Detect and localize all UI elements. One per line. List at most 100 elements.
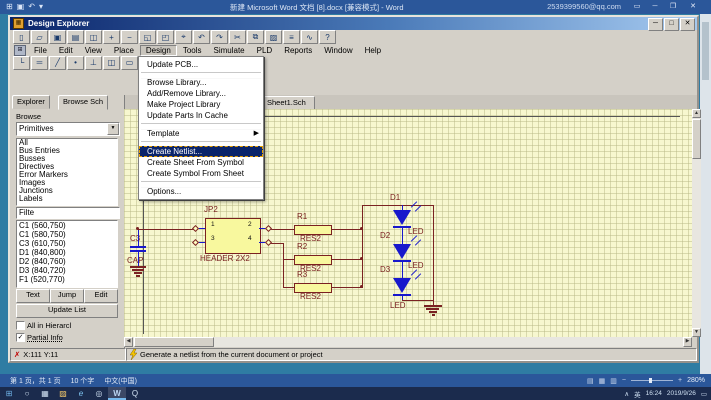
menu-item-create-netlist[interactable]: Create Netlist... <box>139 146 263 157</box>
zoom-slider[interactable] <box>631 380 673 381</box>
menu-help[interactable]: Help <box>359 45 387 56</box>
menu-item-browse-library[interactable]: Browse Library... <box>139 77 263 88</box>
tray-chevron-icon[interactable]: ∧ <box>624 390 629 398</box>
tab-browse-sch[interactable]: Browse Sch <box>58 95 108 110</box>
scrollbar-thumb[interactable] <box>134 337 214 347</box>
primitive-type-list[interactable]: AllBus EntriesBussesDirectivesError Mark… <box>16 138 118 206</box>
customize-toolbar-icon[interactable]: ▾ <box>39 2 43 12</box>
list-item[interactable]: C1 (580,750) <box>17 230 117 239</box>
menu-item-template[interactable]: Template▶ <box>139 128 263 139</box>
cut-icon[interactable]: ✂ <box>229 30 246 44</box>
browse-library-icon[interactable]: ≡ <box>283 30 300 44</box>
menu-place[interactable]: Place <box>108 45 140 56</box>
open-folder-icon[interactable]: ▱ <box>31 30 48 44</box>
scrollbar-thumb[interactable] <box>692 119 701 159</box>
run-simulation-icon[interactable]: ∿ <box>301 30 318 44</box>
restore-button[interactable]: ❐ <box>665 1 681 13</box>
tray-clock-date[interactable]: 2019/9/26 <box>667 390 696 397</box>
word-vertical-scrollbar[interactable] <box>700 14 711 374</box>
search-icon[interactable]: ○ <box>18 387 36 400</box>
web-layout-icon[interactable]: ▥ <box>610 377 617 385</box>
scrollbar-thumb[interactable] <box>702 22 709 80</box>
menu-edit[interactable]: Edit <box>53 45 79 56</box>
print-layout-icon[interactable]: ▦ <box>599 377 606 385</box>
zoom-slider-knob[interactable] <box>649 378 652 383</box>
new-document-icon[interactable]: ▯ <box>13 30 30 44</box>
redo-icon[interactable]: ↷ <box>211 30 228 44</box>
zoom-window-icon[interactable]: ◱ <box>139 30 156 44</box>
filter-input[interactable]: Filte <box>16 207 120 219</box>
scroll-right-icon[interactable]: ▶ <box>683 337 692 347</box>
list-item[interactable]: Labels <box>17 195 117 203</box>
menu-item-create-sheet-from-symbol[interactable]: Create Sheet From Symbol <box>139 157 263 168</box>
edit-button[interactable]: Edit <box>84 289 118 303</box>
print-preview-icon[interactable]: ◫ <box>85 30 102 44</box>
menu-item-add-remove-library[interactable]: Add/Remove Library... <box>139 88 263 99</box>
start-button[interactable]: ⊞ <box>0 387 18 400</box>
list-item[interactable]: C3 (610,750) <box>17 239 117 248</box>
notification-center-icon[interactable]: ▭ <box>701 390 707 398</box>
menu-window[interactable]: Window <box>318 45 358 56</box>
browse-mode-select[interactable]: Primitives ▼ <box>16 122 120 136</box>
copy-icon[interactable]: ⧉ <box>247 30 264 44</box>
update-list-button[interactable]: Update List <box>16 304 118 318</box>
all-in-hierarchy-checkbox[interactable] <box>16 321 25 330</box>
menu-item-update-parts-in-cache[interactable]: Update Parts In Cache <box>139 110 263 121</box>
edge-icon[interactable]: e <box>72 387 90 400</box>
horizontal-scrollbar[interactable]: ◀ ▶ <box>124 337 692 347</box>
close-button[interactable]: ✕ <box>685 1 701 13</box>
scroll-down-icon[interactable]: ▼ <box>692 328 701 337</box>
menu-item-make-project-library[interactable]: Make Project Library <box>139 99 263 110</box>
bus-tool-icon[interactable]: ═ <box>31 56 48 70</box>
jump-button[interactable]: Jump <box>50 289 84 303</box>
wire-tool-icon[interactable]: └ <box>13 56 30 70</box>
paste-icon[interactable]: ▨ <box>265 30 282 44</box>
object-list[interactable]: C1 (560,750)C1 (580,750)C3 (610,750)D1 (… <box>16 220 118 288</box>
zoom-percentage[interactable]: 280% <box>687 377 705 384</box>
file-explorer-icon[interactable]: ▨ <box>54 387 72 400</box>
cross-probe-icon[interactable]: ⌖ <box>175 30 192 44</box>
zoom-out-button[interactable]: − <box>622 377 626 384</box>
menu-pld[interactable]: PLD <box>251 45 279 56</box>
tray-language-indicator[interactable]: 英 <box>634 389 641 399</box>
menu-item-update-pcb[interactable]: Update PCB... <box>139 59 263 70</box>
task-view-icon[interactable]: ▦ <box>36 387 54 400</box>
menu-simulate[interactable]: Simulate <box>208 45 251 56</box>
menu-file[interactable]: File <box>28 45 53 56</box>
menu-view[interactable]: View <box>79 45 108 56</box>
tab-sheet1[interactable]: Sheet1.Sch <box>258 96 315 110</box>
list-item[interactable]: D1 (840,800) <box>17 248 117 257</box>
qq-icon[interactable]: Q <box>126 387 144 400</box>
undo-icon[interactable]: ↶ <box>193 30 210 44</box>
vertical-scrollbar[interactable]: ▲ ▼ <box>692 109 701 337</box>
sheet-symbol-icon[interactable]: ▭ <box>121 56 138 70</box>
save-icon[interactable]: ▣ <box>49 30 66 44</box>
partial-info-checkbox[interactable]: ✓ <box>16 333 25 342</box>
page-indicator[interactable]: 第 1 页，共 1 页 <box>10 376 61 386</box>
tab-explorer[interactable]: Explorer <box>12 95 50 109</box>
print-icon[interactable]: ▤ <box>67 30 84 44</box>
zoom-out-icon[interactable]: − <box>121 30 138 44</box>
zoom-all-icon[interactable]: ◰ <box>157 30 174 44</box>
word-taskbar-icon[interactable]: W <box>108 387 126 400</box>
list-item[interactable]: F1 (520,770) <box>17 275 117 284</box>
menu-item-options[interactable]: Options... <box>139 186 263 197</box>
undo-icon[interactable]: ↶ <box>28 2 35 12</box>
account-name[interactable]: 2539399560@qq.com <box>547 2 621 11</box>
list-item[interactable]: D3 (840,720) <box>17 266 117 275</box>
text-button[interactable]: Text <box>16 289 50 303</box>
part-icon[interactable]: ◫ <box>103 56 120 70</box>
ribbon-display-options-icon[interactable]: ▭ <box>629 1 645 13</box>
chrome-icon[interactable]: ◎ <box>90 387 108 400</box>
tray-clock-time[interactable]: 16:24 <box>646 390 662 397</box>
menu-tools[interactable]: Tools <box>177 45 208 56</box>
list-item[interactable]: D2 (840,760) <box>17 257 117 266</box>
zoom-in-icon[interactable]: + <box>103 30 120 44</box>
power-port-icon[interactable]: ⊥ <box>85 56 102 70</box>
minimize-button[interactable]: ─ <box>647 1 663 13</box>
menu-design[interactable]: Design <box>140 45 177 56</box>
menu-item-create-symbol-from-sheet[interactable]: Create Symbol From Sheet <box>139 168 263 179</box>
window-menu-icon[interactable]: ⊞ <box>14 45 26 56</box>
word-count[interactable]: 10 个字 <box>71 376 95 386</box>
design-explorer-titlebar[interactable]: ▦ Design Explorer ─ □ ✕ <box>10 17 697 30</box>
